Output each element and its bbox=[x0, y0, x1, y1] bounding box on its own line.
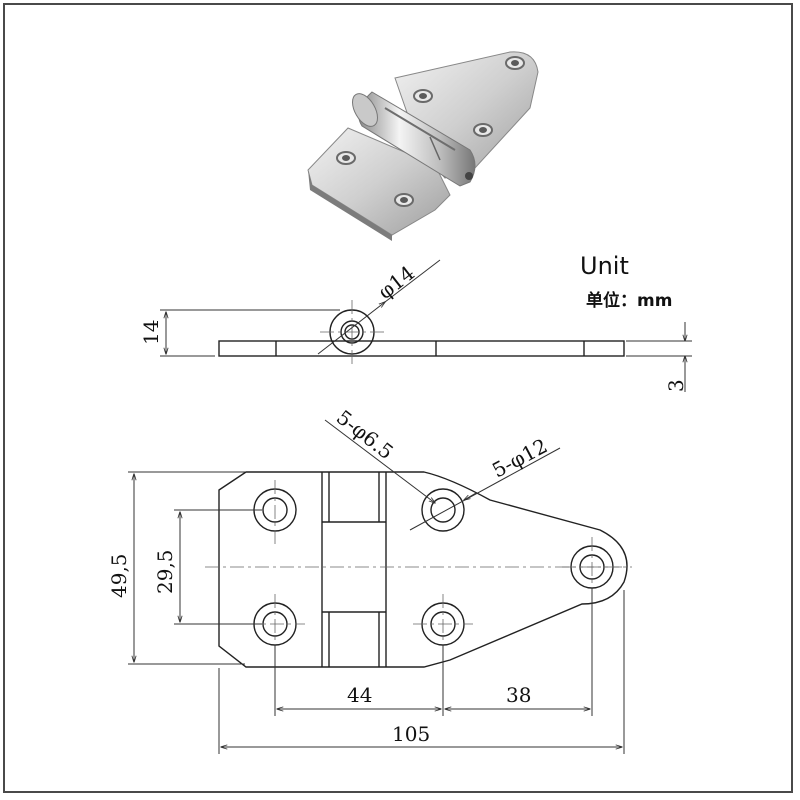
unit-subtitle: 单位：mm bbox=[586, 291, 673, 311]
drawing-frame bbox=[3, 3, 793, 793]
small-holes-label: 5-φ6.5 bbox=[332, 405, 398, 464]
hinge-photo bbox=[307, 51, 539, 241]
hole-pitch-horizontal-label: 44 bbox=[347, 683, 372, 707]
hole-pitch-vertical-label: 29,5 bbox=[153, 549, 177, 594]
side-view bbox=[160, 259, 692, 392]
unit-title: Unit bbox=[580, 252, 629, 280]
pin-diameter-label: φ14 bbox=[373, 261, 419, 304]
large-holes-label: 5-φ12 bbox=[488, 434, 551, 483]
overall-length-label: 105 bbox=[392, 722, 430, 746]
thickness-label: 3 bbox=[664, 379, 688, 392]
overall-height-label: 49,5 bbox=[107, 553, 131, 598]
front-view bbox=[128, 419, 632, 754]
tip-offset-label: 38 bbox=[506, 683, 531, 707]
hinge-height-label: 14 bbox=[139, 320, 163, 345]
